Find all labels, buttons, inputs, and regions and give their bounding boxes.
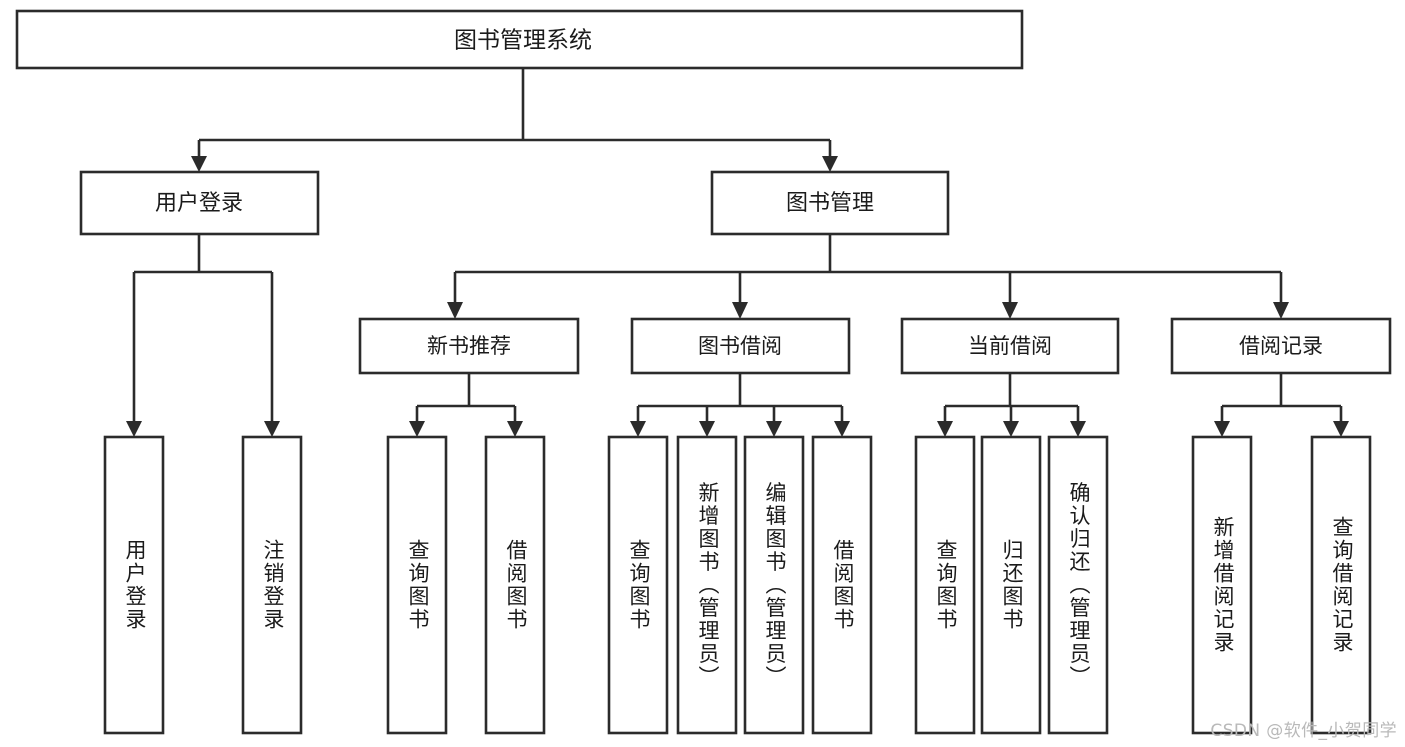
arrow-borrow-record-leaf1: [1214, 421, 1230, 437]
leaf-current-borrow-1[interactable]: 归还图书: [980, 435, 1042, 735]
leaf-user-login-1[interactable]: 注销登录: [241, 435, 303, 735]
arrow-to-current-borrow: [1002, 302, 1018, 319]
leaf-label: 用户登录: [123, 539, 147, 631]
leaf-box[interactable]: [1191, 435, 1253, 735]
leaf-label: 新增图书（管理员）: [696, 482, 720, 689]
current-borrow-box[interactable]: [900, 317, 1120, 375]
leaf-user-login-0[interactable]: 用户登录: [103, 435, 165, 735]
leaf-new-book-recommend-1[interactable]: 借阅图书: [484, 435, 546, 735]
user-login-box[interactable]: [79, 170, 320, 236]
node-root[interactable]: 图书管理系统: [15, 9, 1024, 70]
leaf-label: 编辑图书（管理员）: [763, 482, 787, 689]
arrow-leaf-logout: [264, 421, 280, 437]
borrow-record-box[interactable]: [1170, 317, 1392, 375]
leaf-box[interactable]: [484, 435, 546, 735]
leaf-box[interactable]: [980, 435, 1042, 735]
arrow-to-book-mgmt: [822, 156, 838, 172]
arrow-book-borrow-leaf1: [630, 421, 646, 437]
arrow-to-borrow-record: [1273, 302, 1289, 319]
leaf-label: 借阅图书: [831, 539, 855, 631]
arrow-new-book-leaf1: [409, 421, 425, 437]
leaf-label: 查询图书: [406, 539, 430, 631]
node-new-book-recommend[interactable]: 新书推荐: [358, 317, 580, 375]
borrow-record-label: 借阅记录: [1239, 334, 1323, 358]
leaf-book-borrow-3[interactable]: 借阅图书: [811, 435, 873, 735]
leaf-label: 查询图书: [627, 539, 651, 631]
new-book-recommend-label: 新书推荐: [427, 334, 511, 358]
leaf-box[interactable]: [914, 435, 976, 735]
leaf-current-borrow-2[interactable]: 确认归还（管理员）: [1047, 435, 1109, 735]
leaf-label: 归还图书: [1000, 539, 1024, 631]
leaf-book-borrow-2[interactable]: 编辑图书（管理员）: [743, 435, 805, 735]
leaf-borrow-record-0[interactable]: 新增借阅记录: [1191, 435, 1253, 735]
leaf-label: 注销登录: [261, 539, 285, 631]
leaf-book-borrow-1[interactable]: 新增图书（管理员）: [676, 435, 738, 735]
leaf-label: 借阅图书: [504, 539, 528, 631]
leaf-label: 新增借阅记录: [1211, 516, 1235, 654]
arrow-borrow-record-leaf2: [1333, 421, 1349, 437]
leaf-box[interactable]: [743, 435, 805, 735]
leaf-box[interactable]: [811, 435, 873, 735]
leaf-box[interactable]: [103, 435, 165, 735]
arrow-current-borrow-leaf1: [937, 421, 953, 437]
leaf-current-borrow-0[interactable]: 查询图书: [914, 435, 976, 735]
leaf-box[interactable]: [241, 435, 303, 735]
book-borrow-label: 图书借阅: [698, 334, 782, 358]
node-book-management[interactable]: 图书管理: [710, 170, 950, 236]
arrow-to-new-book: [447, 302, 463, 319]
arrow-book-borrow-leaf3: [766, 421, 782, 437]
arrow-current-borrow-leaf2: [1003, 421, 1019, 437]
arrow-leaf-user-login: [126, 421, 142, 437]
leaf-label: 确认归还（管理员）: [1067, 482, 1091, 689]
leaf-label: 查询图书: [934, 539, 958, 631]
leaf-label: 查询借阅记录: [1330, 516, 1354, 654]
arrow-book-borrow-leaf4: [834, 421, 850, 437]
arrow-new-book-leaf2: [507, 421, 523, 437]
node-user-login[interactable]: 用户登录: [79, 170, 320, 236]
root-label: 图书管理系统: [454, 28, 592, 54]
leaf-box[interactable]: [386, 435, 448, 735]
arrow-book-borrow-leaf2: [699, 421, 715, 437]
leaf-book-borrow-0[interactable]: 查询图书: [607, 435, 669, 735]
node-book-borrow[interactable]: 图书借阅: [630, 317, 851, 375]
arrow-to-user-login: [191, 156, 207, 172]
arrow-to-book-borrow: [732, 302, 748, 319]
new-book-recommend-box[interactable]: [358, 317, 580, 375]
connectors: [126, 68, 1349, 437]
arrow-current-borrow-leaf3: [1070, 421, 1086, 437]
book-management-label: 图书管理: [786, 191, 874, 216]
root-box[interactable]: [15, 9, 1024, 70]
leaf-borrow-record-1[interactable]: 查询借阅记录: [1310, 435, 1372, 735]
book-borrow-box[interactable]: [630, 317, 851, 375]
book-management-box[interactable]: [710, 170, 950, 236]
node-current-borrow[interactable]: 当前借阅: [900, 317, 1120, 375]
user-login-label: 用户登录: [155, 191, 243, 216]
leaf-box[interactable]: [1047, 435, 1109, 735]
node-borrow-record[interactable]: 借阅记录: [1170, 317, 1392, 375]
leaf-box[interactable]: [1310, 435, 1372, 735]
leaf-box[interactable]: [607, 435, 669, 735]
leaf-new-book-recommend-0[interactable]: 查询图书: [386, 435, 448, 735]
current-borrow-label: 当前借阅: [968, 334, 1052, 358]
leaf-box[interactable]: [676, 435, 738, 735]
